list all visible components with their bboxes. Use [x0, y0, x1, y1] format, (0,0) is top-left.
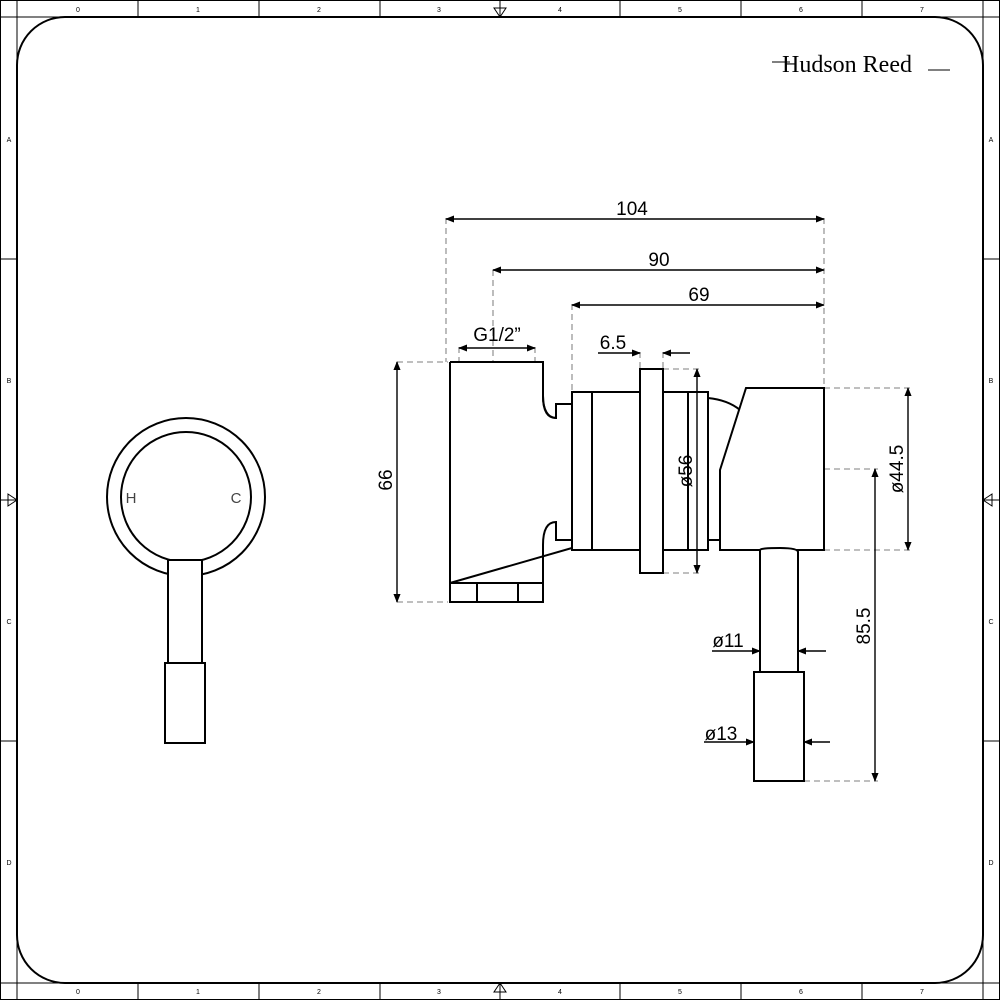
- dim-grip-diameter: ø13: [705, 724, 738, 745]
- row-label: C: [988, 619, 993, 626]
- front-lever-grip: [164, 662, 206, 744]
- side-lever-stem: [759, 546, 799, 673]
- dimensions: 104 90 69 G1/2” 6.5 66 ø56 ø44.5 85.5 ø1…: [376, 199, 912, 782]
- dim-thread: G1/2”: [473, 325, 521, 346]
- dim-lever-drop: 85.5: [854, 608, 875, 645]
- brand-logo: Hudson Reed: [772, 52, 950, 78]
- col-label: 3: [437, 989, 441, 996]
- dim-height: 66: [376, 469, 397, 490]
- handle-hub: [719, 387, 825, 551]
- col-label: 0: [76, 989, 80, 996]
- col-label: 1: [196, 989, 200, 996]
- col-label: 2: [317, 7, 321, 14]
- dim-flange-thickness: 6.5: [600, 333, 626, 354]
- front-view: H C: [106, 417, 266, 744]
- dim-body-length: 69: [688, 285, 709, 306]
- col-label: 1: [196, 7, 200, 14]
- col-label: 3: [437, 7, 441, 14]
- hot-label: H: [126, 490, 137, 507]
- dim-overall-length: 104: [616, 199, 648, 220]
- col-label: 6: [799, 989, 803, 996]
- row-label: B: [7, 378, 12, 385]
- cold-label: C: [231, 490, 242, 507]
- flange: [639, 368, 664, 574]
- brand-logo-text: Hudson Reed: [782, 52, 912, 78]
- inlet-thread: [449, 582, 544, 603]
- col-label: 7: [920, 7, 924, 14]
- row-label: A: [989, 137, 994, 144]
- row-label: C: [6, 619, 11, 626]
- dim-to-thread-center: 90: [648, 250, 669, 271]
- row-label: B: [989, 378, 994, 385]
- side-view: [397, 218, 912, 782]
- col-label: 0: [76, 7, 80, 14]
- col-label: 2: [317, 989, 321, 996]
- col-label: 4: [558, 989, 562, 996]
- col-label: 5: [678, 989, 682, 996]
- col-label: 6: [799, 7, 803, 14]
- col-label: 7: [920, 989, 924, 996]
- col-label: 5: [678, 7, 682, 14]
- row-label: D: [988, 860, 993, 867]
- row-label: A: [7, 137, 12, 144]
- inlet-connector: [449, 361, 573, 584]
- front-lever-stem: [167, 559, 203, 664]
- side-lever-grip: [753, 671, 805, 782]
- dim-lever-diameter: ø11: [712, 631, 743, 652]
- dim-body-diameter: ø44.5: [887, 445, 908, 494]
- row-label: D: [6, 860, 11, 867]
- dim-flange-diameter: ø56: [676, 455, 697, 488]
- border-rounded: [16, 16, 984, 984]
- col-label: 4: [558, 7, 562, 14]
